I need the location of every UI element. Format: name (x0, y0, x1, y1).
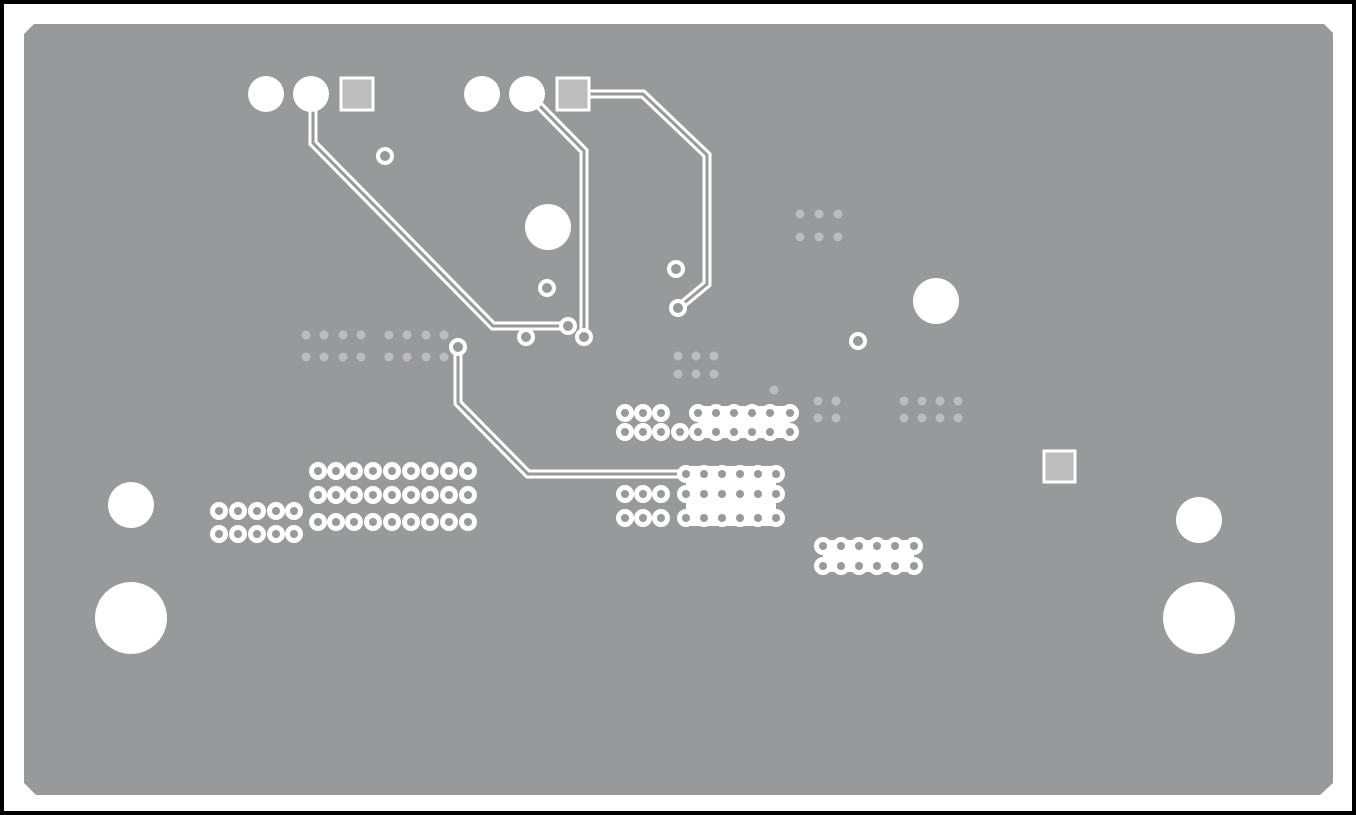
connector-pad-round (248, 76, 284, 112)
via (575, 328, 593, 346)
connector-pad-round (509, 76, 545, 112)
connector-pads (248, 76, 1077, 484)
connector-pad-square (339, 76, 375, 112)
via (849, 332, 867, 350)
via (376, 147, 394, 165)
mounting-hole (95, 582, 167, 654)
via-array-inner (215, 409, 918, 570)
via (669, 299, 687, 317)
copper-pour (24, 24, 1333, 795)
stitching-vias (301, 209, 963, 423)
mounting-hole (1176, 497, 1222, 543)
via (667, 260, 685, 278)
mounting-hole (108, 482, 154, 528)
connector-pad-round (464, 76, 500, 112)
through-hole (913, 278, 959, 324)
test-point-pad-square (1042, 449, 1077, 484)
vias (376, 147, 867, 356)
traces (308, 89, 712, 479)
through-hole (525, 204, 571, 250)
connector-pad-square (555, 76, 591, 112)
via-arrays (210, 404, 923, 575)
connector-pad-round (293, 76, 329, 112)
via (517, 328, 535, 346)
holes (95, 204, 1235, 654)
mounting-hole (1163, 582, 1235, 654)
trace-copper (311, 92, 709, 476)
via (559, 317, 577, 335)
via (449, 338, 467, 356)
via (538, 279, 556, 297)
